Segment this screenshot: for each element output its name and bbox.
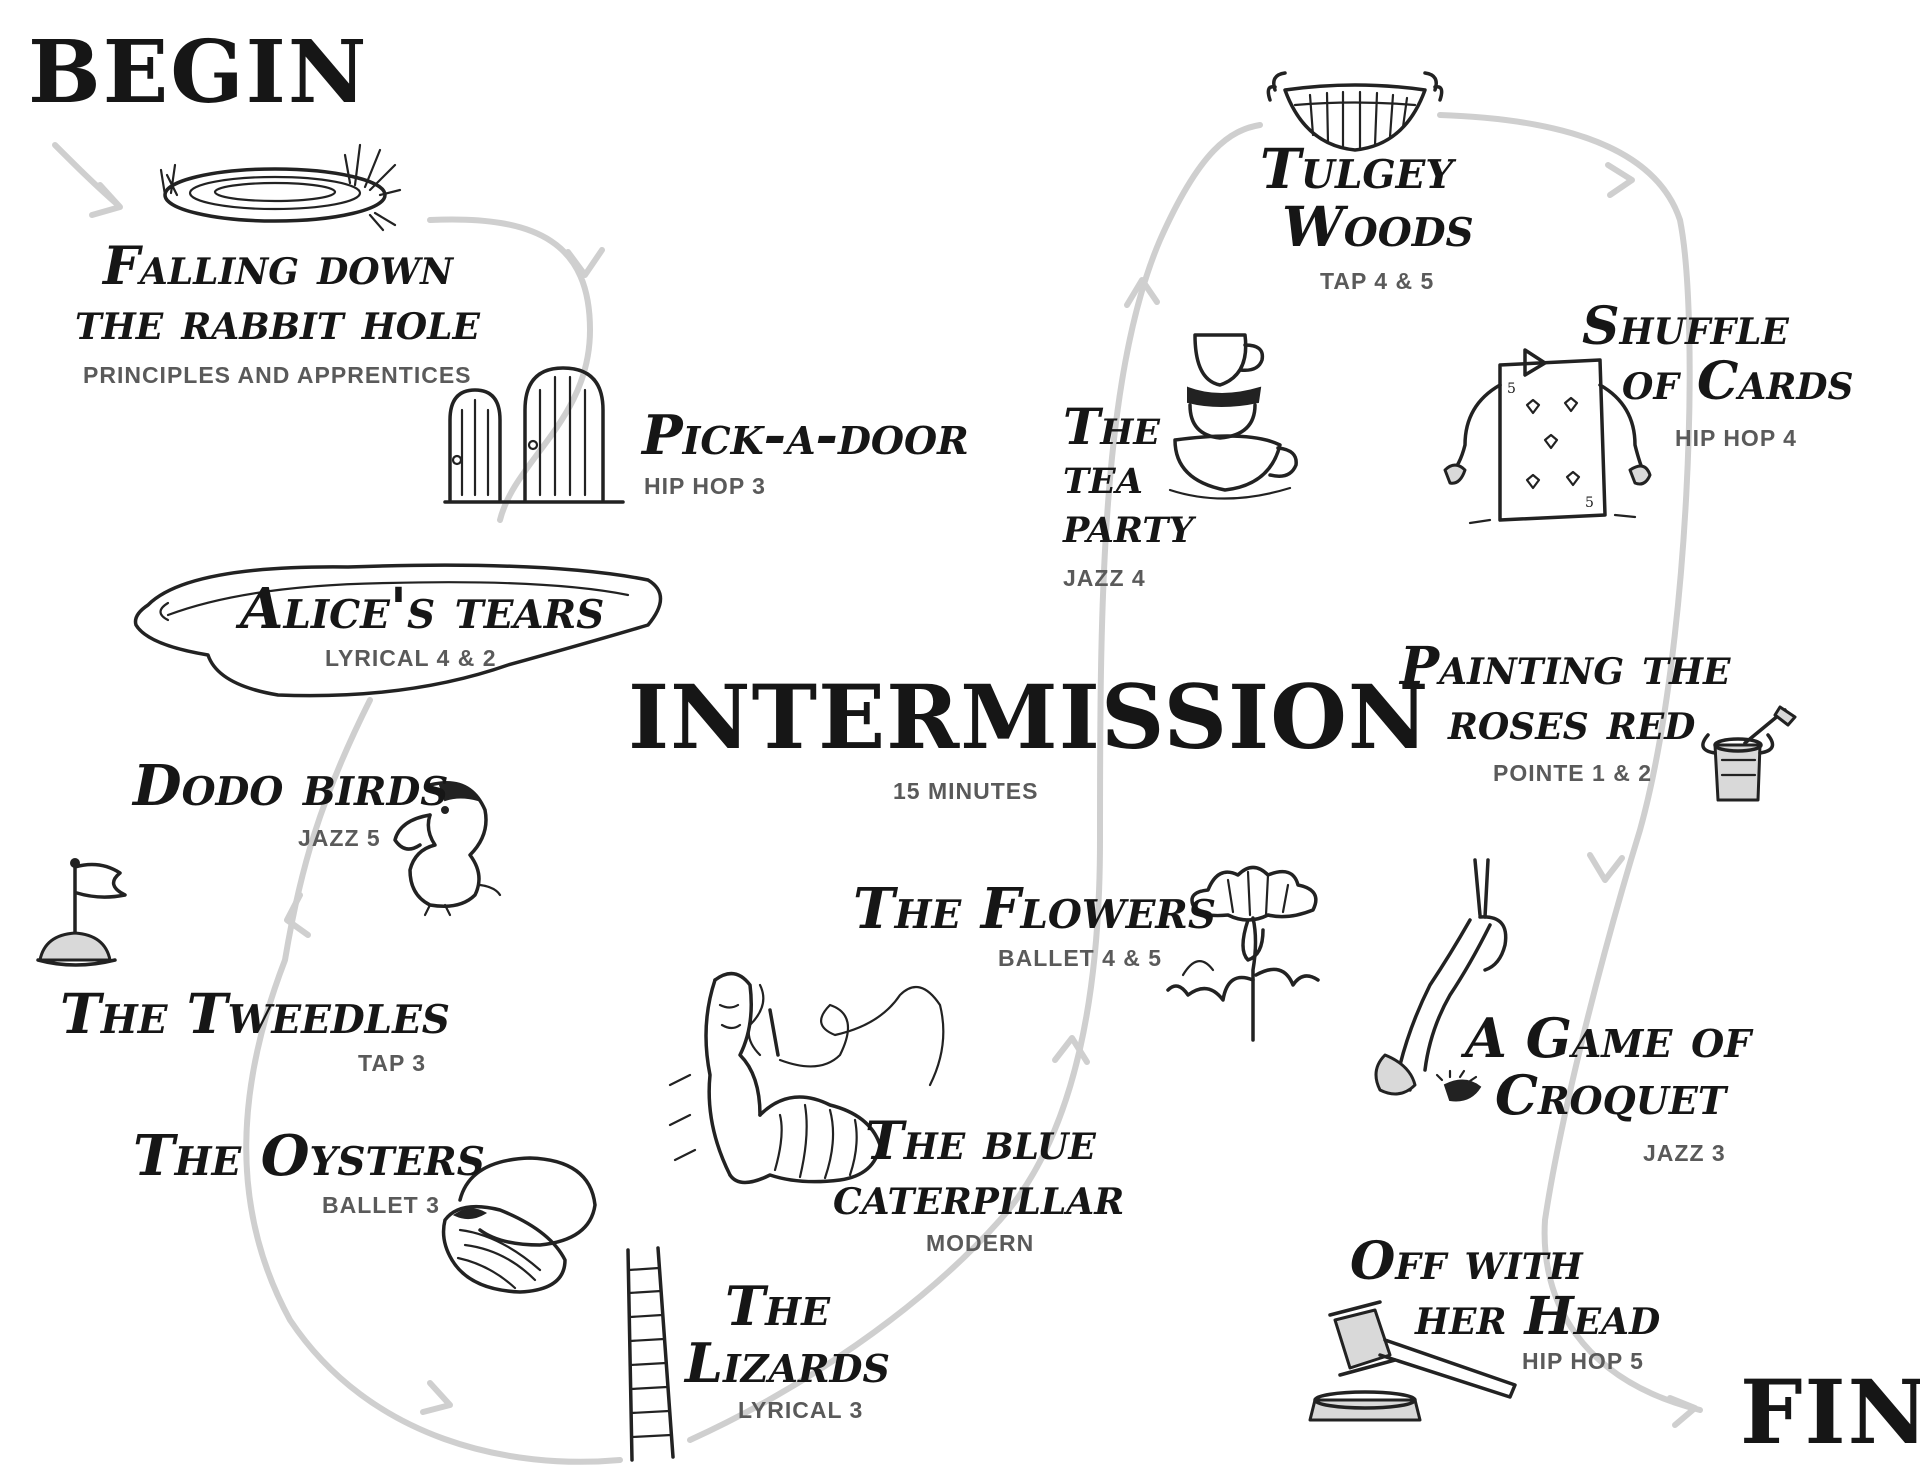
teacups-icon (1168, 330, 1300, 505)
scene-title-rabbit-hole: Falling down the rabbit hole (75, 236, 480, 352)
arrow-head (1124, 277, 1160, 308)
scene-subtitle-dodo-birds: JAZZ 5 (298, 825, 381, 851)
scene-title-alices-tears: Alice's tears (240, 576, 605, 642)
arrow-head (1605, 162, 1635, 198)
scene-title-tweedles: The Tweedles (60, 981, 450, 1046)
scene-subtitle-caterpillar: MODERN (926, 1230, 1035, 1256)
scene-subtitle-oysters: BALLET 3 (322, 1192, 440, 1218)
scene-title-oysters: The Oysters (133, 1123, 485, 1189)
scene-subtitle-alices-tears: LYRICAL 4 & 2 (325, 645, 497, 671)
begin-label: BEGIN (28, 22, 369, 123)
scene-title-shuffle-cards: Shuffle of Cards (1582, 296, 1854, 412)
scene-subtitle-lizards: LYRICAL 3 (738, 1397, 864, 1423)
puddle-icon (128, 545, 673, 705)
caterpillar-icon (660, 965, 955, 1205)
cheshire-grin-icon (1265, 65, 1445, 155)
scene-subtitle-tulgey-woods: TAP 4 & 5 (1320, 268, 1435, 294)
ladder-icon (618, 1245, 683, 1463)
svg-text:5: 5 (1507, 381, 1516, 397)
scene-subtitle-painting-roses: POINTE 1 & 2 (1493, 760, 1652, 786)
scene-subtitle-pick-a-door: HIP HOP 3 (644, 473, 766, 499)
scene-title-croquet: A Game of Croquet (1465, 1006, 1752, 1127)
scene-subtitle-off-with-head: HIP HOP 5 (1522, 1348, 1644, 1374)
path-line (243, 697, 623, 1465)
scene-subtitle-shuffle-cards: HIP HOP 4 (1675, 425, 1797, 451)
scene-title-flowers: The Flowers (853, 876, 1216, 942)
scene-subtitle-tweedles: TAP 3 (358, 1050, 427, 1076)
scene-title-painting-roses: Painting the roses red (1400, 636, 1731, 752)
doors-icon (443, 365, 625, 505)
card-soldier-icon: 5 5 (1443, 345, 1652, 525)
scene-subtitle-tea-party: JAZZ 4 (1063, 565, 1146, 591)
intermission-title: INTERMISSION (628, 665, 1430, 769)
scene-title-tulgey-woods: Tulgey Woods (1260, 136, 1474, 259)
svg-text:5: 5 (1585, 495, 1594, 511)
propeller-cap-icon (35, 855, 145, 980)
scene-title-pick-a-door: Pick-a-door (642, 403, 969, 467)
gavel-icon (1305, 1300, 1525, 1430)
arrow-head (565, 247, 605, 278)
arrow-head (420, 1380, 453, 1415)
scene-title-lizards: The Lizards (685, 1274, 890, 1395)
oyster-icon (440, 1150, 600, 1295)
arrow-head (284, 892, 311, 938)
arrow-head (1587, 852, 1625, 883)
scene-subtitle-flowers: BALLET 4 & 5 (998, 945, 1163, 971)
scene-title-caterpillar: The blue caterpillar (833, 1111, 1125, 1227)
fin-label: FIN (1740, 1360, 1920, 1464)
scene-title-off-with-head: Off with her Head (1350, 1231, 1661, 1347)
path-line (427, 216, 594, 523)
rabbit-hole-icon (155, 135, 405, 235)
intermission-subtitle: 15 MINUTES (893, 778, 1039, 804)
path-line (1437, 112, 1703, 1413)
scene-title-tea-party: The tea party (1063, 397, 1194, 554)
scene-subtitle-croquet: JAZZ 3 (1643, 1140, 1726, 1166)
arrow-head (1052, 1035, 1090, 1065)
scene-title-dodo-birds: Dodo birds (133, 753, 449, 819)
arrow-head (1667, 1395, 1698, 1428)
flower-icon (1166, 860, 1328, 1045)
dodo-icon (390, 775, 502, 917)
flamingo-mallet-icon (1370, 855, 1520, 1105)
scene-subtitle-rabbit-hole: PRINCIPLES AND APPRENTICES (83, 362, 472, 388)
arrow-head (89, 182, 123, 218)
paint-bucket-icon (1700, 705, 1800, 805)
path-line (687, 122, 1263, 1443)
